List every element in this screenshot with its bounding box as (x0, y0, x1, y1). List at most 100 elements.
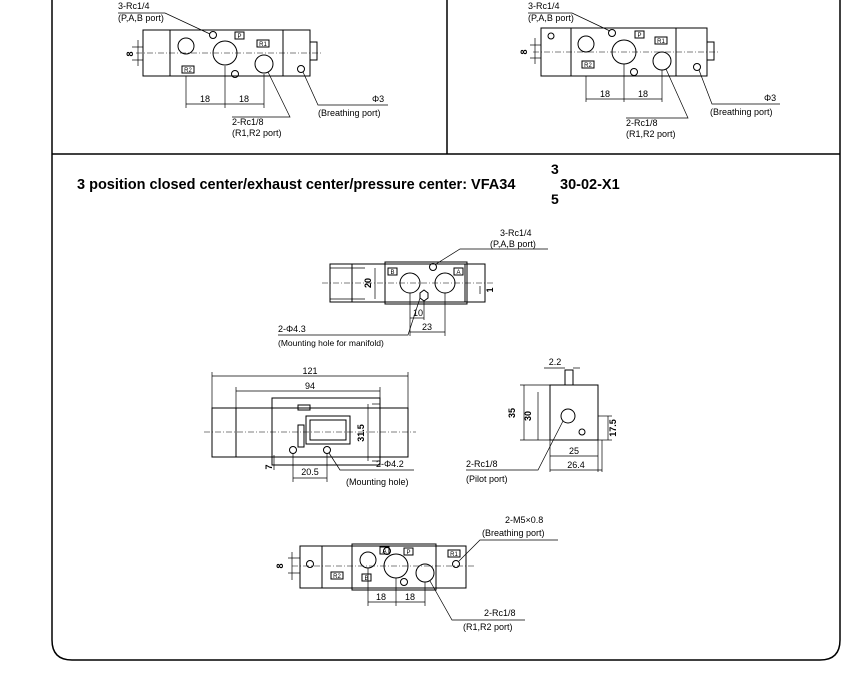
port-exhaust-label: 2-Rc1/8 (232, 117, 264, 127)
pilot-port-label: 2-Rc1/8 (466, 459, 498, 469)
port-main-desc: (P,A,B port) (118, 13, 164, 23)
dim-h35: 35 (507, 408, 517, 418)
breathing-hole (452, 560, 460, 568)
dim-a: 18 (600, 89, 610, 99)
breathing-label: 2-M5×0.8 (505, 515, 543, 525)
port-main-label: 3-Rc1/4 (528, 1, 560, 11)
valve-body (204, 397, 416, 466)
port-main-desc: (P,A,B port) (528, 13, 574, 23)
port-exhaust-desc: (R1,R2 port) (463, 622, 513, 632)
section-title: 3 position closed center/exhaust center/… (77, 177, 515, 193)
model-suffix: 30-02-X1 (560, 177, 620, 193)
breathing-desc: (Breathing port) (710, 107, 773, 117)
dim-total: 121 (302, 366, 317, 376)
dim-height: 20 (363, 278, 373, 288)
screw-hole (608, 29, 616, 37)
svg-text:R2: R2 (184, 68, 192, 74)
terminal-tab (297, 404, 311, 411)
port-main-label: 3-Rc1/4 (118, 1, 150, 11)
breathing-hole (306, 560, 314, 568)
dim-height: 8 (125, 51, 135, 56)
model-variant-top: 3 (551, 161, 559, 177)
dim-body: 94 (305, 381, 315, 391)
breathing-dia: Φ3 (372, 94, 384, 104)
end-view: 2.2 35 30 17.5 25 26.4 2-Rc1/8 (Pilot po… (466, 357, 618, 484)
dim-7: 7 (264, 464, 274, 469)
port-box-r1: R1 (447, 549, 461, 558)
screw-hole (429, 263, 437, 271)
front-view: 121 94 31.5 7 20.5 2-Φ4.2 (Mounting hole… (204, 366, 416, 487)
top-right-panel: P R1 R2 3-Rc1/4 (P,A,B port) 8 18 18 2-R… (519, 1, 780, 139)
mount-hole-desc: (Mounting hole) (346, 477, 409, 487)
port-exhaust-desc: (R1,R2 port) (626, 129, 676, 139)
port-box-b: B (361, 573, 372, 582)
svg-text:P: P (637, 33, 641, 39)
port-circle (177, 37, 195, 55)
port-box-p: P (403, 547, 414, 556)
port-circle (254, 54, 274, 74)
port-box-a: A (379, 546, 390, 555)
dim-h30: 30 (523, 411, 533, 421)
model-variant-bottom: 5 (551, 191, 559, 207)
mount-hole (323, 446, 331, 454)
port-box-a: A (453, 267, 464, 276)
breathing-desc: (Breathing port) (482, 528, 545, 538)
pilot-stub (564, 369, 574, 386)
screw-hole (578, 428, 586, 436)
dim-height: 8 (519, 49, 529, 54)
dim-offset: 20.5 (301, 467, 319, 477)
port-exhaust-label: 2-Rc1/8 (484, 608, 516, 618)
dim-a: 18 (376, 592, 386, 602)
solenoid-block (305, 415, 351, 445)
dim-b: 18 (638, 89, 648, 99)
valve-end-body (549, 384, 599, 441)
top-left-panel: P R1 R2 3-Rc1/4 (P,A,B port) 8 18 18 2-R… (118, 1, 388, 138)
svg-text:B: B (364, 576, 368, 582)
top-view: B A 3-Rc1/4 (P,A,B port) 20 1 10 23 2-Φ4… (278, 228, 548, 348)
dim-w25: 25 (569, 446, 579, 456)
dim-b: 18 (405, 592, 415, 602)
breathing-dia: Φ3 (764, 93, 776, 103)
screw-hole (209, 31, 217, 39)
breathing-hole (693, 63, 701, 71)
sheet-frame (51, 0, 841, 661)
valve-body (136, 29, 322, 77)
mount-hole-label: 2-Φ4.2 (376, 459, 404, 469)
dim-w264: 26.4 (567, 460, 585, 470)
dim-h175: 17.5 (608, 419, 618, 437)
screw-hole (400, 578, 408, 586)
svg-text:R2: R2 (584, 63, 592, 69)
svg-text:R2: R2 (333, 574, 341, 580)
port-box-p: P (234, 31, 245, 40)
dim-height: 31.5 (356, 424, 366, 442)
port-circle (415, 563, 435, 583)
solenoid-window (309, 419, 347, 441)
port-box-r2: R2 (581, 60, 595, 69)
svg-text:R1: R1 (450, 552, 458, 558)
mount-hole (419, 289, 429, 302)
svg-text:A: A (382, 549, 386, 555)
port-box-r2: R2 (181, 65, 195, 74)
valve-body (292, 543, 475, 591)
port-box-p: P (634, 30, 645, 39)
dim-small: 1 (485, 287, 495, 292)
port-main-label: 3-Rc1/4 (500, 228, 532, 238)
pilot-port-desc: (Pilot port) (466, 474, 508, 484)
svg-text:A: A (456, 270, 460, 276)
port-box-r1: R1 (256, 39, 270, 48)
svg-text:B: B (390, 270, 394, 276)
breathing-desc: (Breathing port) (318, 108, 381, 118)
section-heading: 3 position closed center/exhaust center/… (77, 161, 620, 207)
port-circle (560, 408, 576, 424)
port-box-b: B (387, 267, 398, 276)
port-main-desc: (P,A,B port) (490, 239, 536, 249)
svg-text:P: P (406, 550, 410, 556)
port-exhaust-desc: (R1,R2 port) (232, 128, 282, 138)
dim-a: 18 (200, 94, 210, 104)
mount-hole (289, 446, 297, 454)
port-circle (652, 51, 672, 71)
port-circle (359, 551, 377, 569)
breathing-hole (297, 65, 305, 73)
dim-top: 2.2 (549, 357, 562, 367)
